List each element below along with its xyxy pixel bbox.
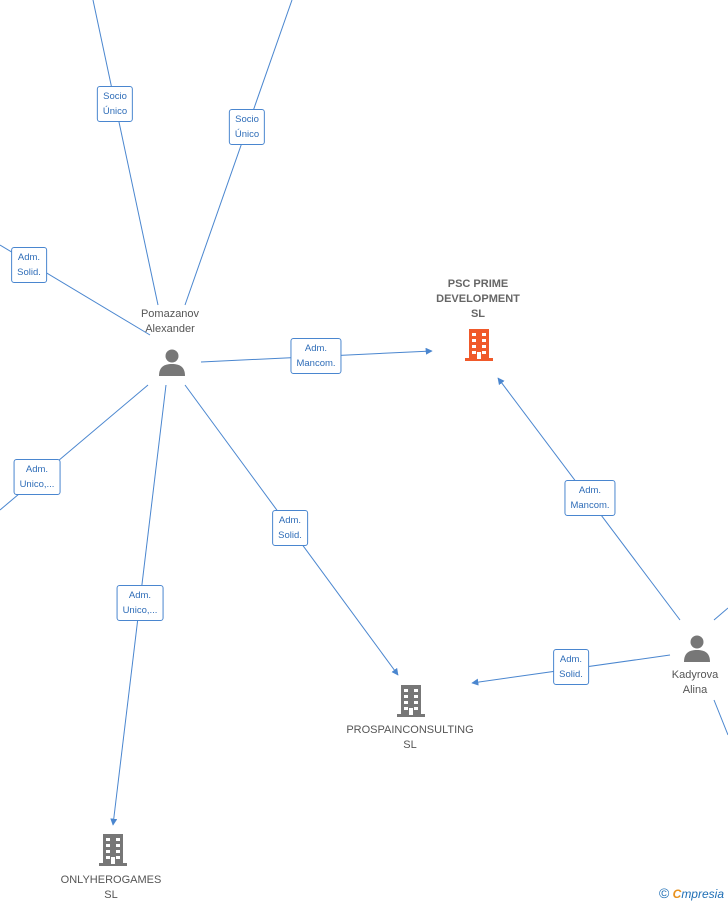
- brand-rest: mpresia: [681, 887, 724, 901]
- edge-label-socio-unico[interactable]: Socio Único: [96, 86, 134, 122]
- edge-label-adm-solid[interactable]: Adm. Solid.: [553, 649, 589, 685]
- person-icon[interactable]: [157, 347, 187, 377]
- edge-label-line: Adm.: [559, 654, 583, 665]
- edge-label-line: Adm.: [128, 590, 152, 601]
- edge-label-line: Solid.: [559, 669, 583, 680]
- building-icon[interactable]: [97, 832, 129, 868]
- person-name-line: Pomazanov: [140, 308, 200, 320]
- person-name-pomazanov[interactable]: Pomazanov Alexander: [141, 307, 199, 337]
- edge-label-line: Único: [234, 129, 260, 140]
- company-name-line: PROSPAINCONSULTING: [346, 724, 474, 736]
- empresia-logo: © Cmpresia: [659, 885, 724, 901]
- edge-label-line: Adm.: [25, 464, 49, 475]
- company-name-line: DEVELOPMENT: [436, 293, 520, 305]
- person-name-line: Alina: [682, 684, 708, 696]
- edge-label-line: Mancom.: [296, 358, 336, 369]
- edge-label-adm-solid[interactable]: Adm. Solid.: [272, 510, 308, 546]
- edge-kad-right-down: [713, 699, 728, 736]
- edge-label-line: Adm.: [578, 485, 602, 496]
- edge-label-socio-unico[interactable]: Socio Único: [228, 109, 266, 145]
- edge-label-line: Solid.: [17, 267, 41, 278]
- company-name-line: SL: [403, 739, 417, 751]
- company-name-line: SL: [470, 308, 486, 320]
- person-icon[interactable]: [682, 633, 712, 663]
- building-icon[interactable]: [463, 327, 495, 363]
- edge-label-line: Unico,...: [122, 605, 158, 616]
- edge-label-adm-mancom[interactable]: Adm. Mancom.: [564, 480, 616, 516]
- edge-socio2: [184, 0, 293, 306]
- company-name-psc-prime[interactable]: PSC PRIME DEVELOPMENT SL: [436, 277, 520, 322]
- edge-socio1: [92, 0, 159, 306]
- building-icon[interactable]: [395, 683, 427, 719]
- edge-label-adm-solid[interactable]: Adm. Solid.: [11, 247, 47, 283]
- edge-label-line: Adm.: [17, 252, 41, 263]
- company-name-line: PSC PRIME: [447, 278, 509, 290]
- edge-label-line: Único: [102, 106, 128, 117]
- person-name-line: Alexander: [145, 323, 195, 335]
- company-name-line: ONLYHEROGAMES: [60, 874, 162, 886]
- edge-label-adm-unico[interactable]: Adm. Unico,...: [13, 459, 61, 495]
- company-name-prospainconsulting[interactable]: PROSPAINCONSULTING SL: [346, 723, 473, 753]
- edge-label-line: Solid.: [278, 530, 302, 541]
- edge-kad-right-up: [713, 607, 728, 621]
- edge-label-line: Adm.: [278, 515, 302, 526]
- edge-label-adm-mancom[interactable]: Adm. Mancom.: [290, 338, 342, 374]
- copyright-icon: ©: [658, 885, 670, 901]
- edge-label-line: Mancom.: [570, 500, 610, 511]
- edge-label-line: Socio: [235, 114, 259, 125]
- person-name-kadyrova[interactable]: Kadyrova Alina: [672, 668, 718, 698]
- company-name-onlyherogames[interactable]: ONLYHEROGAMES SL: [61, 873, 162, 903]
- brand-initial: C: [672, 887, 682, 901]
- company-name-line: SL: [104, 889, 118, 901]
- person-name-line: Kadyrova: [671, 669, 719, 681]
- edge-label-adm-unico[interactable]: Adm. Unico,...: [116, 585, 164, 621]
- edge-label-line: Unico,...: [19, 479, 55, 490]
- edge-label-line: Socio: [103, 91, 127, 102]
- edge-label-line: Adm.: [304, 343, 328, 354]
